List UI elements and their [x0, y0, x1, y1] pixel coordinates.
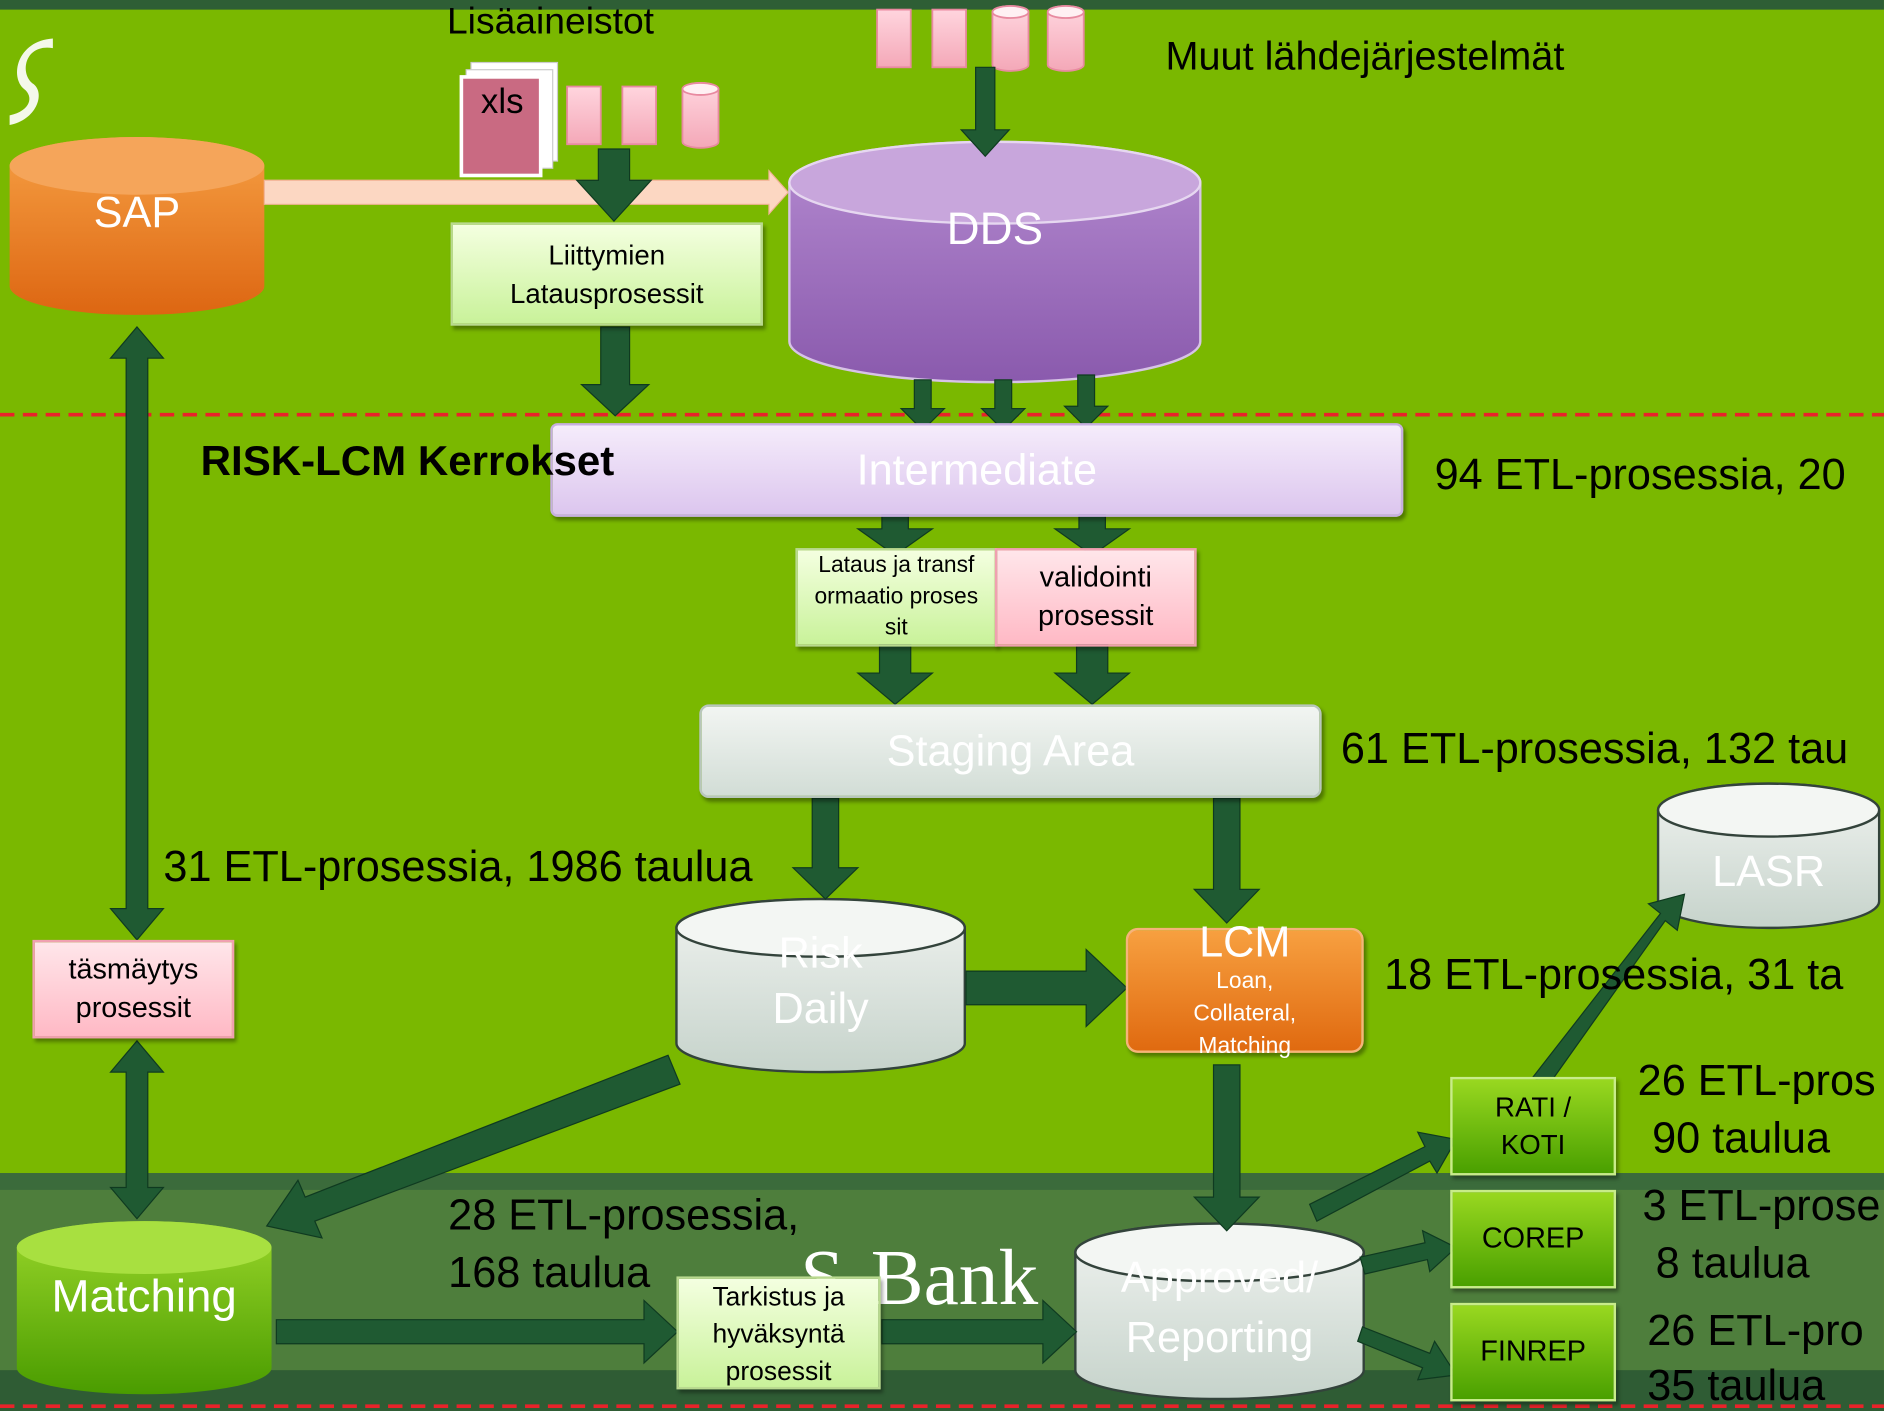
lasr-cylinder — [1656, 782, 1881, 930]
sap-cylinder — [9, 137, 265, 315]
lataus-transformaatio-label: Lataus ja transformaatio prosessit — [814, 552, 979, 641]
corep-stats-line1: 3 ETL-prose — [1642, 1180, 1881, 1230]
top-dark-band — [0, 0, 1884, 10]
risk-daily-cylinder — [675, 897, 967, 1074]
corep-box: COREP — [1450, 1189, 1617, 1289]
staging-area-label: Staging Area — [886, 725, 1135, 776]
matching-cylinder — [16, 1221, 272, 1395]
staging-area-box: Staging Area — [699, 704, 1322, 799]
matching-label: Matching — [51, 1271, 237, 1323]
sap-label: SAP — [93, 187, 181, 237]
risk-daily-label: Risk Daily — [772, 927, 869, 1033]
finrep-label: FINREP — [1480, 1335, 1586, 1368]
validointi-prosessit-box: validointi prosessit — [994, 548, 1197, 647]
corep-stats-line2: 8 taulua — [1655, 1237, 1810, 1288]
approved-reporting-label: Approved/ Reporting — [1120, 1252, 1319, 1362]
arrow-sap-to-dds — [263, 169, 789, 216]
lcm-box: LCM Loan, Collateral, Matching — [1125, 918, 1364, 1058]
source-file-icons-right — [876, 5, 1085, 72]
source-file-icons-left — [566, 82, 720, 149]
intermediate-stats: 94 ETL-prosessia, 20 — [1434, 449, 1846, 499]
lataus-transformaatio-box: Lataus ja transformaatio prosessit — [795, 548, 998, 647]
dds-cylinder — [788, 140, 1202, 384]
left-branch-stats: 31 ETL-prosessia, 1986 taulua — [163, 841, 753, 891]
lisaaineistot-label: Lisäaineistot — [446, 0, 655, 43]
staging-area-stats: 61 ETL-prosessia, 132 tau — [1340, 723, 1849, 773]
muut-lahdejarjestelmat-label: Muut lähdejärjestelmät — [1165, 33, 1565, 79]
finrep-stats-line1: 26 ETL-pro — [1647, 1305, 1864, 1355]
tarkistus-hyvaksynta-box: Tarkistus ja hyväksyntä prosessit — [676, 1276, 881, 1390]
lcm-stats: 18 ETL-prosessia, 31 ta — [1384, 949, 1844, 999]
matching-stats-line2: 168 taulua — [448, 1247, 651, 1297]
flow-arrows — [109, 66, 1686, 1381]
finrep-stats-line2: 35 taulua — [1647, 1360, 1826, 1410]
rati-stats-line1: 26 ETL-pros — [1637, 1055, 1876, 1105]
liittymien-latausprosessit-box: Liittymien Latausprosessit — [450, 222, 763, 326]
lasr-label: LASR — [1712, 846, 1826, 896]
tarkistus-hyvaksynta-label: Tarkistus ja hyväksyntä prosessit — [712, 1280, 845, 1386]
rati-koti-box: RATI / KOTI — [1450, 1076, 1617, 1176]
approved-reporting-cylinder — [1074, 1222, 1365, 1401]
rati-koti-label: RATI / KOTI — [1494, 1091, 1572, 1160]
intermediate-box: Intermediate — [550, 423, 1404, 517]
finrep-box: FINREP — [1450, 1302, 1617, 1402]
lcm-label: LCM — [1199, 916, 1291, 966]
dds-label: DDS — [946, 204, 1044, 255]
arrow-files-to-liittymien — [575, 148, 653, 223]
validointi-prosessit-label: validointi prosessit — [1038, 561, 1154, 633]
risk-lcm-kerrokset-label: RISK-LCM Kerrokset — [200, 437, 615, 485]
lcm-sublabel: Loan, Collateral, Matching — [1193, 968, 1297, 1059]
liittymien-latausprosessit-label: Liittymien Latausprosessit — [509, 239, 704, 309]
xls-label: xls — [480, 82, 524, 122]
xls-file-icon — [459, 61, 559, 178]
intermediate-label: Intermediate — [856, 444, 1098, 494]
bottom-band-top-stripe — [0, 1173, 1884, 1190]
matching-stats-line1: 28 ETL-prosessia, — [448, 1189, 800, 1240]
tasmaytys-prosessit-box: täsmäytys prosessit — [32, 939, 235, 1039]
tasmaytys-prosessit-label: täsmäytys prosessit — [68, 953, 199, 1025]
corep-label: COREP — [1481, 1222, 1585, 1255]
s-logo-icon — [9, 38, 53, 125]
rati-stats-line2: 90 taulua — [1652, 1112, 1831, 1163]
